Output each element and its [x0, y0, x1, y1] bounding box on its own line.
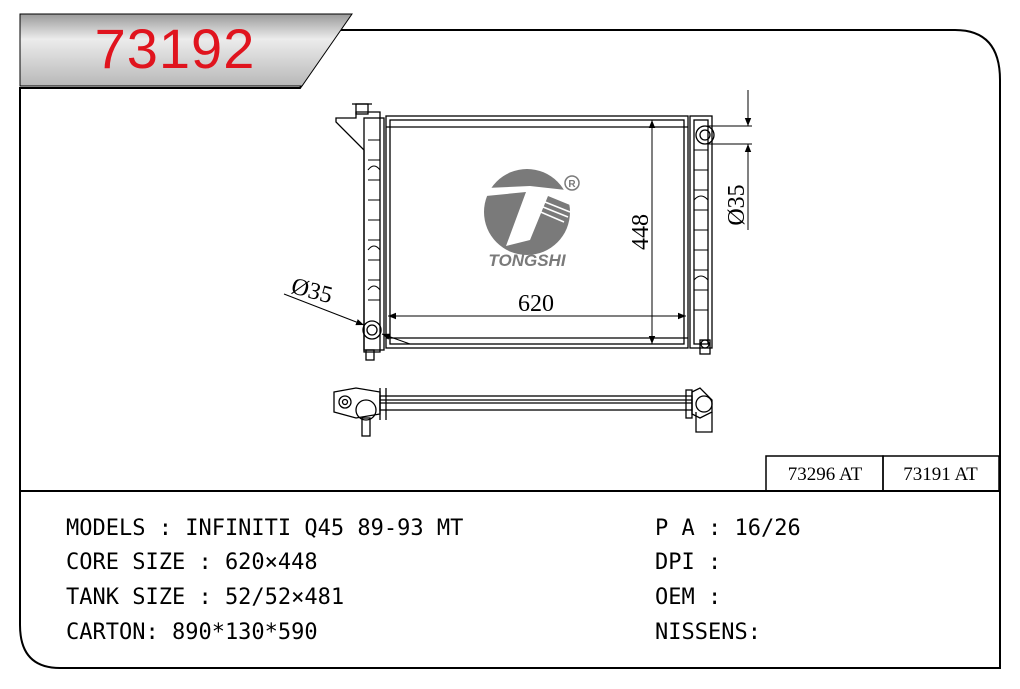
spec-models: MODELS : INFINITI Q45 89-93 MT	[66, 516, 464, 541]
spec-pa: P A : 16/26	[655, 516, 801, 541]
spec-dpi: DPI :	[655, 550, 722, 575]
spec-oem: OEM :	[655, 585, 722, 610]
dim-height-label: 448	[628, 214, 654, 250]
registered-mark-icon	[564, 175, 580, 191]
spec-carton: CARTON: 890*130*590	[66, 620, 318, 645]
radiator-top-view	[333, 387, 713, 437]
sheet-frame	[19, 29, 1001, 669]
part-number-banner	[19, 13, 353, 87]
spec-core-size: CORE SIZE : 620×448	[66, 550, 318, 575]
cross-reference-2: 73191 AT	[903, 464, 978, 485]
dim-inlet-diameter-label: Ø35	[724, 184, 750, 225]
dimension-lines	[283, 90, 752, 345]
registered-mark-letter: R	[568, 179, 576, 190]
xref-box-2	[882, 455, 1000, 492]
radiator-front-view	[335, 103, 715, 361]
part-number-title: 73192	[94, 17, 256, 80]
spec-nissens: NISSENS:	[655, 620, 761, 645]
dim-width-label: 620	[518, 291, 554, 317]
cross-reference-1: 73296 AT	[787, 464, 863, 485]
spec-tank-size: TANK SIZE : 52/52×481	[66, 585, 345, 610]
dim-outlet-diameter-label: Ø35	[288, 273, 335, 309]
brand-name: TONGSHI	[488, 251, 566, 270]
tongshi-logo: R TONGSHI	[484, 169, 580, 270]
